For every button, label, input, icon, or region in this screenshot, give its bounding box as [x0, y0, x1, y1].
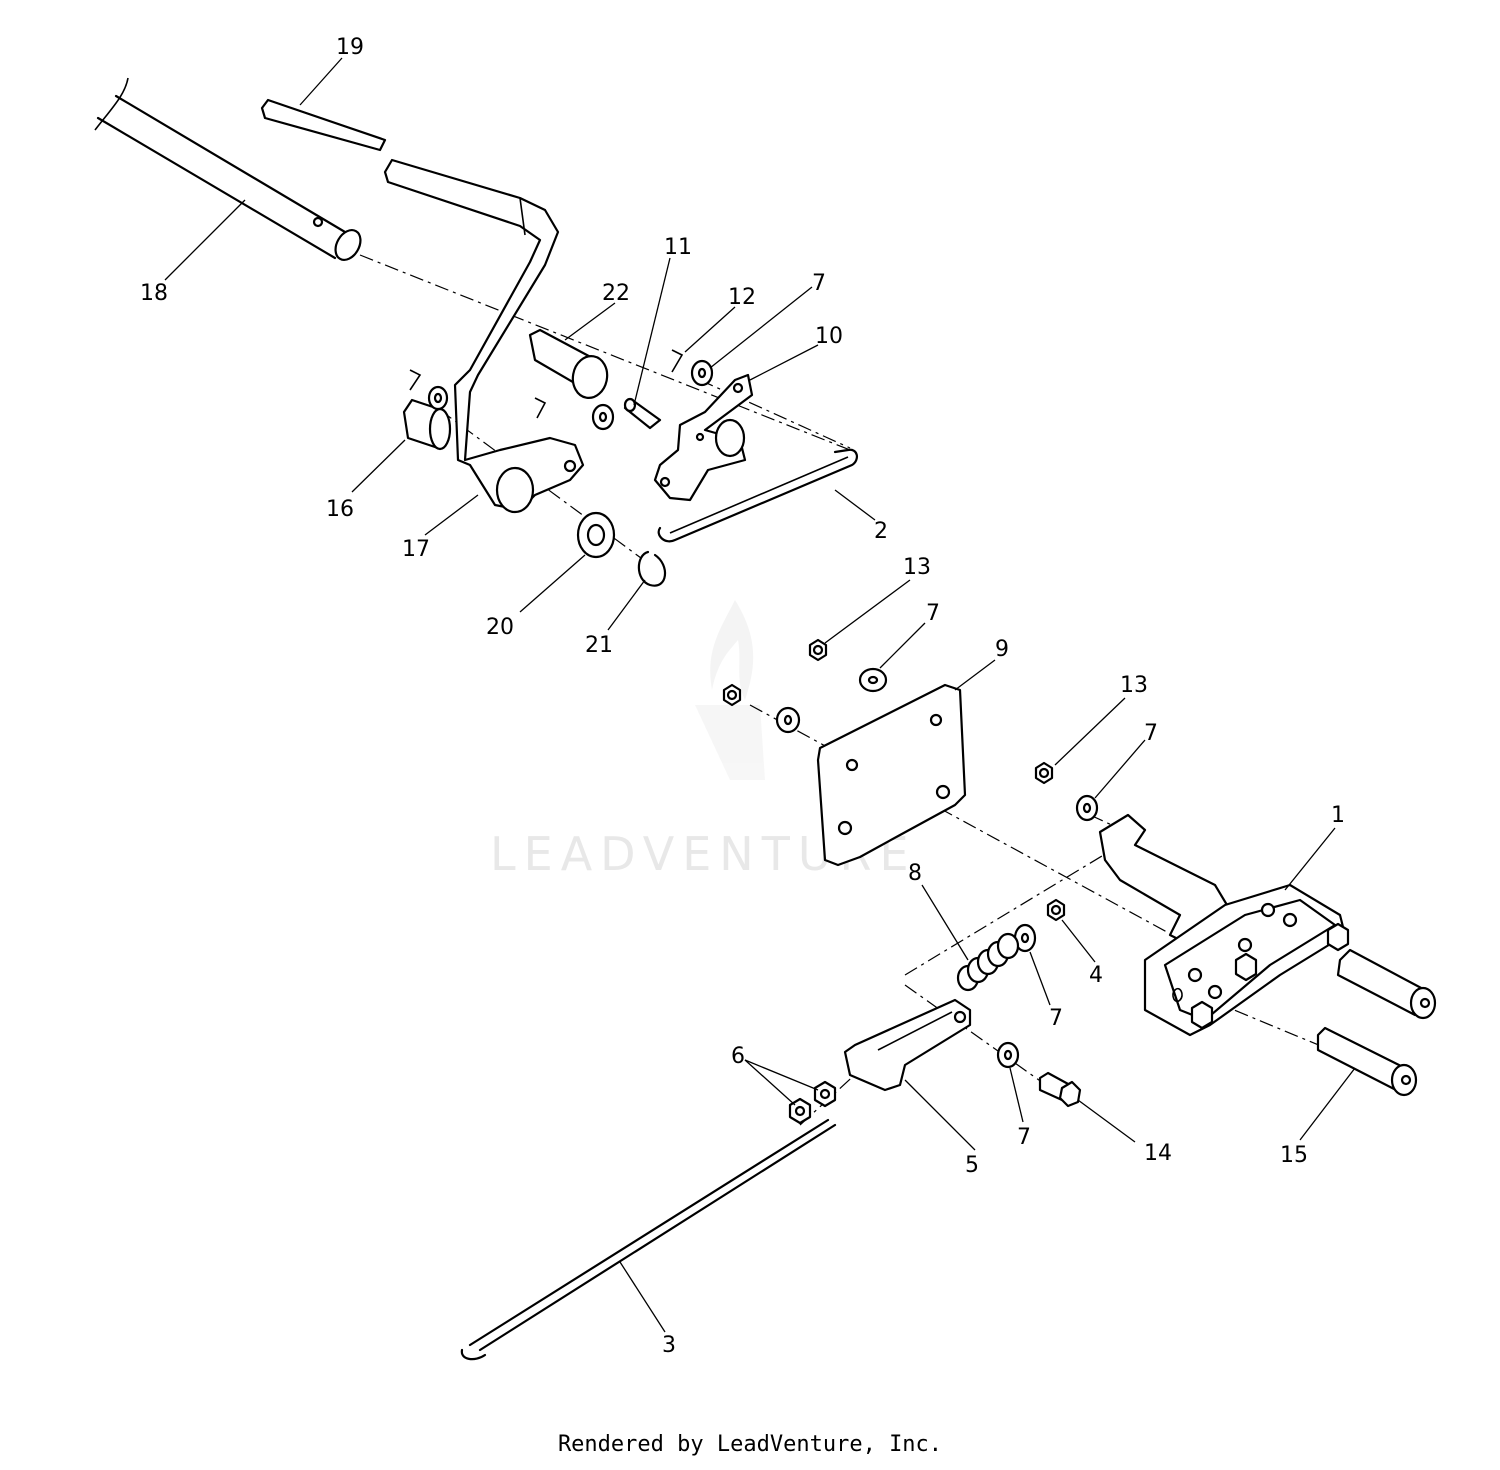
- part-8-spring: [956, 932, 1020, 992]
- part-17-pedal-arm: [383, 158, 585, 514]
- callout-10: 10: [815, 324, 843, 349]
- part-10-bell-crank: [653, 373, 754, 502]
- part-2-link-rod: [657, 448, 858, 543]
- callout-7-d: 7: [1049, 1006, 1063, 1031]
- callout-20: 20: [486, 615, 514, 640]
- callout-5: 5: [965, 1153, 979, 1178]
- callout-2: 2: [874, 519, 888, 544]
- callout-21: 21: [585, 633, 613, 658]
- callout-18: 18: [140, 281, 168, 306]
- callout-labels: 19 18 11 22 12 7 10 16 17 2 20 21 13 7 9…: [140, 35, 1345, 1358]
- part-13-nuts: [722, 638, 1066, 922]
- callout-15: 15: [1280, 1143, 1308, 1168]
- callout-6: 6: [731, 1044, 745, 1069]
- part-16-bushing: [402, 398, 452, 451]
- callout-1: 1: [1331, 803, 1345, 828]
- part-15-pins: [1316, 948, 1437, 1097]
- part-11-roll-pin: [623, 397, 662, 430]
- assembly-center-lines: [359, 254, 1416, 1126]
- callout-13-b: 13: [1120, 673, 1148, 698]
- callout-17: 17: [402, 537, 430, 562]
- part-5-bracket: [843, 998, 972, 1092]
- callout-7-c: 7: [1144, 721, 1158, 746]
- callout-7-a: 7: [812, 271, 826, 296]
- callout-7-e: 7: [1017, 1125, 1031, 1150]
- cotter-pins: [409, 349, 684, 419]
- part-9-mounting-plate: [816, 683, 967, 867]
- part-6-nuts: [788, 1080, 837, 1125]
- callout-16: 16: [326, 497, 354, 522]
- callout-4: 4: [1089, 963, 1103, 988]
- callout-22: 22: [602, 281, 630, 306]
- callout-19: 19: [336, 35, 364, 60]
- part-22-bushing: [528, 328, 609, 399]
- part-19-pedal-pad: [260, 98, 387, 152]
- part-1-brake-assembly: [1098, 813, 1350, 1037]
- washers: [427, 359, 1099, 1069]
- callout-13-a: 13: [903, 555, 931, 580]
- callout-3: 3: [662, 1333, 676, 1358]
- footer-credit: Rendered by LeadVenture, Inc.: [557, 1432, 943, 1457]
- part-18-shaft: [94, 77, 362, 262]
- leader-lines: [164, 57, 1356, 1333]
- leadventure-watermark-logo: [695, 600, 765, 780]
- callout-14: 14: [1144, 1141, 1172, 1166]
- callout-7-b: 7: [926, 601, 940, 626]
- part-21-snap-ring: [637, 550, 666, 587]
- callout-12: 12: [728, 285, 756, 310]
- part-3-rod: [460, 1118, 837, 1361]
- callout-9: 9: [995, 637, 1009, 662]
- callout-11: 11: [664, 235, 692, 260]
- callout-8: 8: [908, 861, 922, 886]
- part-14-bolt: [1038, 1071, 1082, 1108]
